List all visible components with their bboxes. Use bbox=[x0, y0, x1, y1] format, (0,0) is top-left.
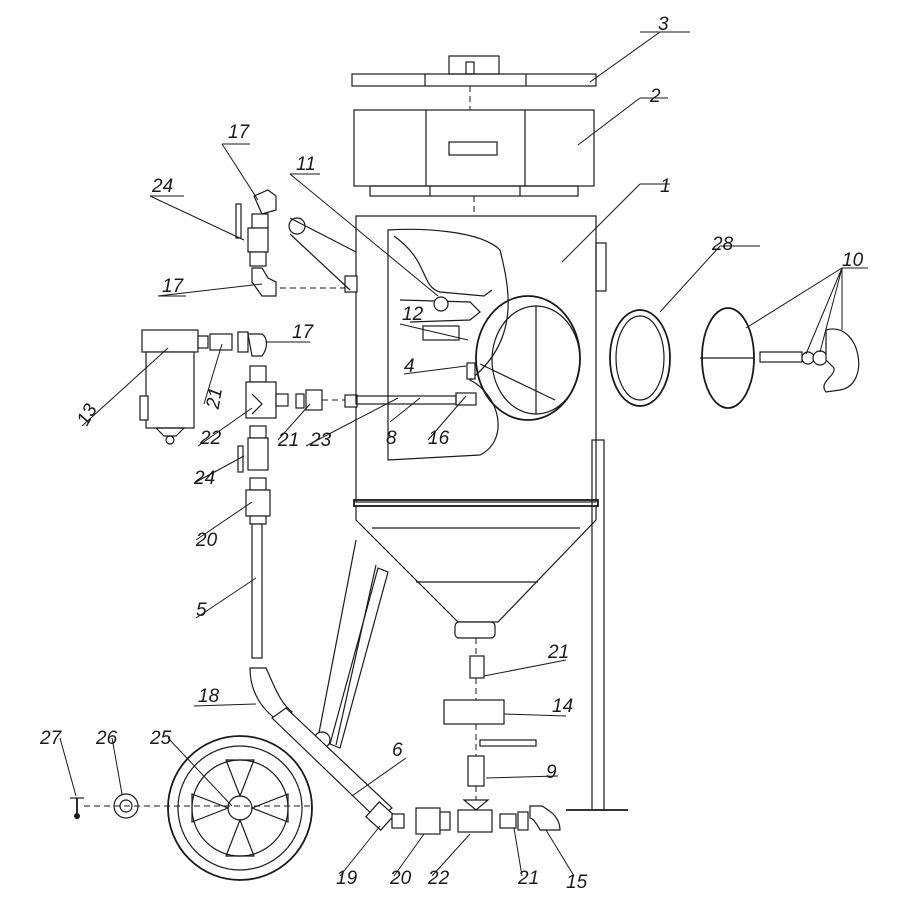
callout-6: 6 bbox=[392, 740, 403, 761]
callout-21-bottom: 21 bbox=[517, 868, 539, 889]
part-28-gasket-ring bbox=[609, 309, 671, 407]
callout-5: 5 bbox=[196, 600, 207, 621]
part-2-filter-housing bbox=[353, 109, 595, 216]
callout-27: 27 bbox=[39, 728, 63, 749]
part-1-cabinet-body bbox=[344, 215, 607, 507]
callout-11: 11 bbox=[296, 154, 316, 175]
callout-17-top: 17 bbox=[228, 122, 251, 143]
callout-20-upper: 20 bbox=[195, 530, 218, 551]
callout-18: 18 bbox=[198, 686, 220, 707]
air-piping bbox=[139, 189, 561, 835]
callout-8: 8 bbox=[386, 428, 397, 449]
callout-1: 1 bbox=[660, 176, 671, 197]
callout-16: 16 bbox=[428, 428, 450, 449]
callout-labels: 1 2 3 4 5 6 8 9 10 11 12 13 14 15 16 17 … bbox=[39, 14, 864, 893]
callout-14: 14 bbox=[552, 696, 573, 717]
callout-17-mid: 17 bbox=[162, 276, 185, 297]
callout-22-bottom: 22 bbox=[427, 868, 450, 889]
callout-2: 2 bbox=[649, 86, 661, 107]
part-27-pin bbox=[70, 797, 84, 819]
part-25-wheel bbox=[167, 735, 313, 881]
callout-15: 15 bbox=[566, 872, 588, 893]
callout-22-tee: 22 bbox=[199, 428, 222, 449]
callout-13: 13 bbox=[73, 400, 102, 429]
callout-28: 28 bbox=[711, 234, 734, 255]
callout-12: 12 bbox=[402, 304, 424, 325]
callout-24-lower: 24 bbox=[193, 468, 215, 489]
lamp-arm bbox=[270, 217, 357, 291]
callout-21-hopper: 21 bbox=[547, 642, 569, 663]
callout-23: 23 bbox=[309, 430, 332, 451]
rear-leg bbox=[566, 439, 628, 811]
callout-10: 10 bbox=[842, 250, 864, 271]
callout-24-top: 24 bbox=[151, 176, 173, 197]
callout-26: 26 bbox=[95, 728, 118, 749]
hopper-cone bbox=[355, 506, 597, 639]
callout-4: 4 bbox=[404, 356, 415, 377]
callout-21-tee: 21 bbox=[277, 430, 299, 451]
callout-21-filter: 21 bbox=[203, 386, 228, 411]
part-10-door-assembly bbox=[700, 307, 860, 409]
callout-20-lower: 20 bbox=[389, 868, 412, 889]
callout-25: 25 bbox=[149, 728, 172, 749]
part-3-lid-plate bbox=[351, 55, 597, 110]
callout-9: 9 bbox=[546, 762, 557, 783]
callout-3: 3 bbox=[658, 14, 669, 35]
callout-19: 19 bbox=[336, 868, 358, 889]
leader-lines bbox=[59, 31, 868, 877]
callout-17-right: 17 bbox=[292, 322, 315, 343]
front-leg-handle bbox=[313, 539, 389, 749]
